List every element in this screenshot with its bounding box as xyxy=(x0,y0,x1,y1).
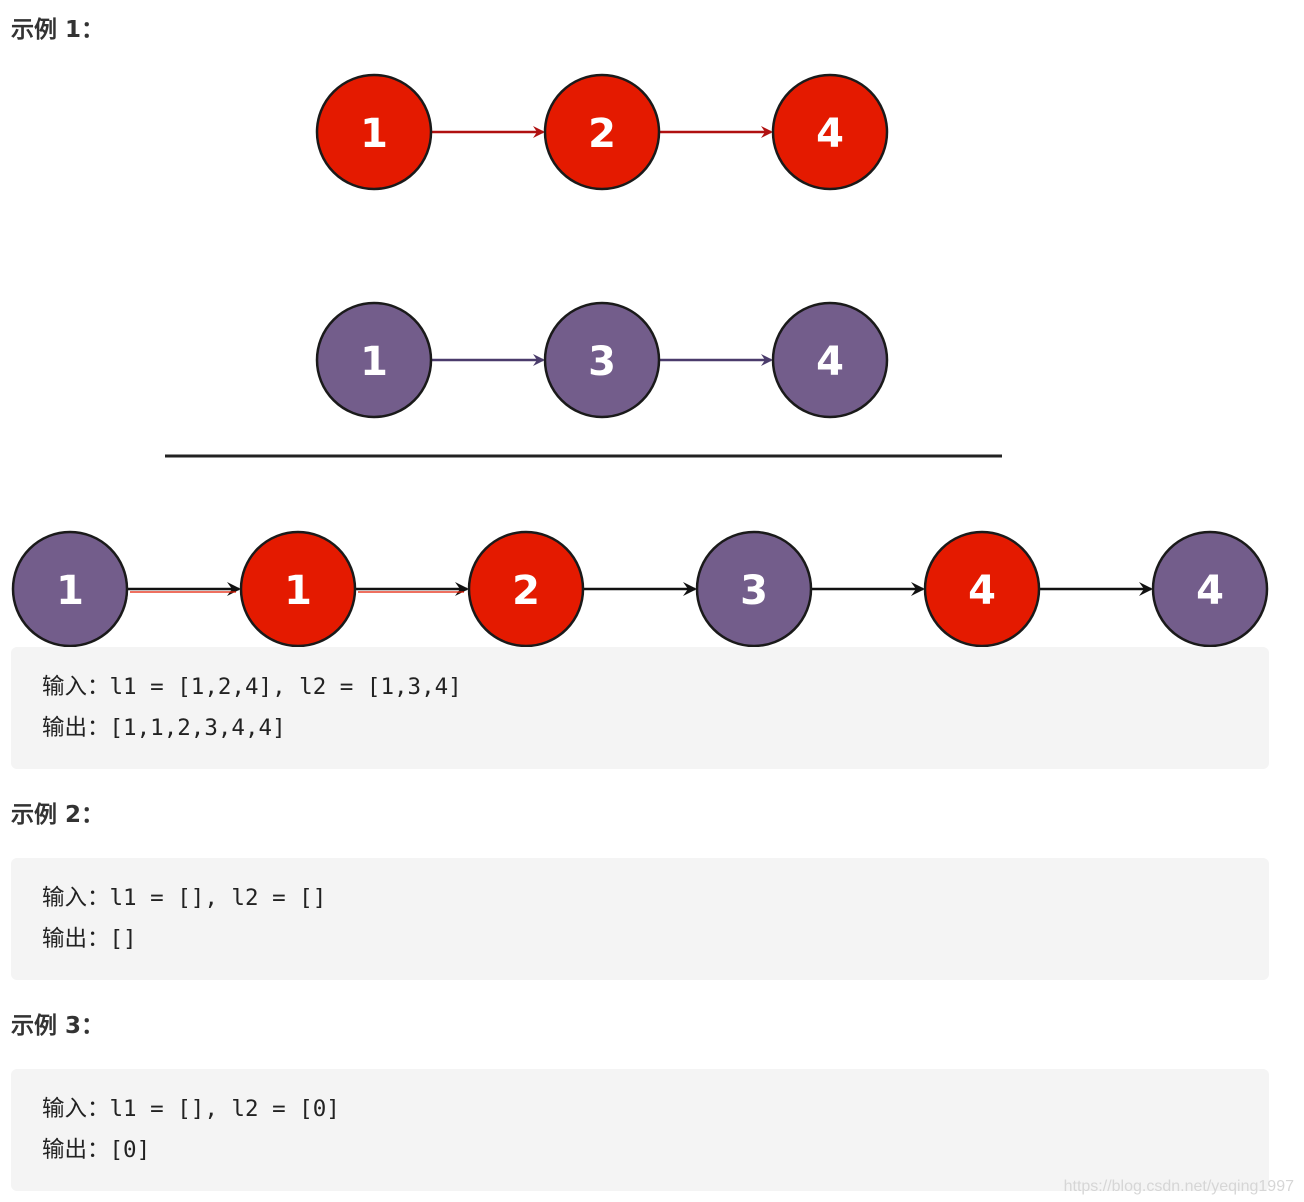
output-value: [0] xyxy=(109,1137,151,1163)
list-2-node-label: 3 xyxy=(588,339,616,385)
list-1-node: 4 xyxy=(771,73,889,191)
output-value: [] xyxy=(109,926,137,952)
input-value: l1 = [1,2,4], l2 = [1,3,4] xyxy=(109,674,462,700)
list-1: 1 2 4 xyxy=(315,73,889,191)
output-line: 输出：[1,1,2,3,4,4] xyxy=(42,708,1269,749)
merged-node: 4 xyxy=(923,530,1041,648)
input-label: 输入： xyxy=(42,885,110,911)
output-line: 输出：[] xyxy=(42,919,1269,960)
input-value: l1 = [], l2 = [] xyxy=(109,885,327,911)
example-2-heading: 示例 2： xyxy=(11,802,105,828)
merge-lists-diagram: 1 2 4 1 3 4 xyxy=(11,73,1269,648)
list-2-node: 4 xyxy=(771,301,889,419)
list-1-node: 1 xyxy=(315,73,433,191)
merged-node-label: 1 xyxy=(56,568,84,614)
output-line: 输出：[0] xyxy=(42,1130,1269,1171)
example-3-heading: 示例 3： xyxy=(11,1013,105,1039)
example-1-heading: 示例 1： xyxy=(11,17,105,43)
output-label: 输出： xyxy=(42,1137,110,1163)
output-label: 输出： xyxy=(42,715,110,741)
merged-node: 2 xyxy=(467,530,585,648)
input-line: 输入：l1 = [], l2 = [] xyxy=(42,878,1269,919)
input-line: 输入：l1 = [1,2,4], l2 = [1,3,4] xyxy=(42,667,1269,708)
input-value: l1 = [], l2 = [0] xyxy=(109,1096,340,1122)
list-1-node-label: 2 xyxy=(588,111,616,157)
example-3-code-block: 输入：l1 = [], l2 = [0] 输出：[0] xyxy=(11,1069,1269,1191)
output-label: 输出： xyxy=(42,926,110,952)
merged-node: 3 xyxy=(695,530,813,648)
list-2: 1 3 4 xyxy=(315,301,889,419)
example-1-code-block: 输入：l1 = [1,2,4], l2 = [1,3,4] 输出：[1,1,2,… xyxy=(11,647,1269,769)
example-2-code-block: 输入：l1 = [], l2 = [] 输出：[] xyxy=(11,858,1269,980)
list-2-node: 1 xyxy=(315,301,433,419)
merged-node-label: 1 xyxy=(284,568,312,614)
list-2-node-label: 1 xyxy=(360,339,388,385)
merged-node-label: 4 xyxy=(1196,568,1224,614)
list-1-node: 2 xyxy=(543,73,661,191)
list-2-node: 3 xyxy=(543,301,661,419)
merged-node: 4 xyxy=(1151,530,1269,648)
input-label: 输入： xyxy=(42,1096,110,1122)
list-2-node-label: 4 xyxy=(816,339,844,385)
watermark: https://blog.csdn.net/yeqing1997 xyxy=(1063,1178,1294,1195)
merged-node-label: 4 xyxy=(968,568,996,614)
merged-list: 1 1 2 3 4 4 xyxy=(11,530,1269,648)
input-label: 输入： xyxy=(42,674,110,700)
input-line: 输入：l1 = [], l2 = [0] xyxy=(42,1089,1269,1130)
merged-node-label: 3 xyxy=(740,568,768,614)
merged-node: 1 xyxy=(239,530,357,648)
merged-node-label: 2 xyxy=(512,568,540,614)
output-value: [1,1,2,3,4,4] xyxy=(109,715,286,741)
list-1-node-label: 4 xyxy=(816,111,844,157)
merged-node: 1 xyxy=(11,530,129,648)
list-1-node-label: 1 xyxy=(360,111,388,157)
